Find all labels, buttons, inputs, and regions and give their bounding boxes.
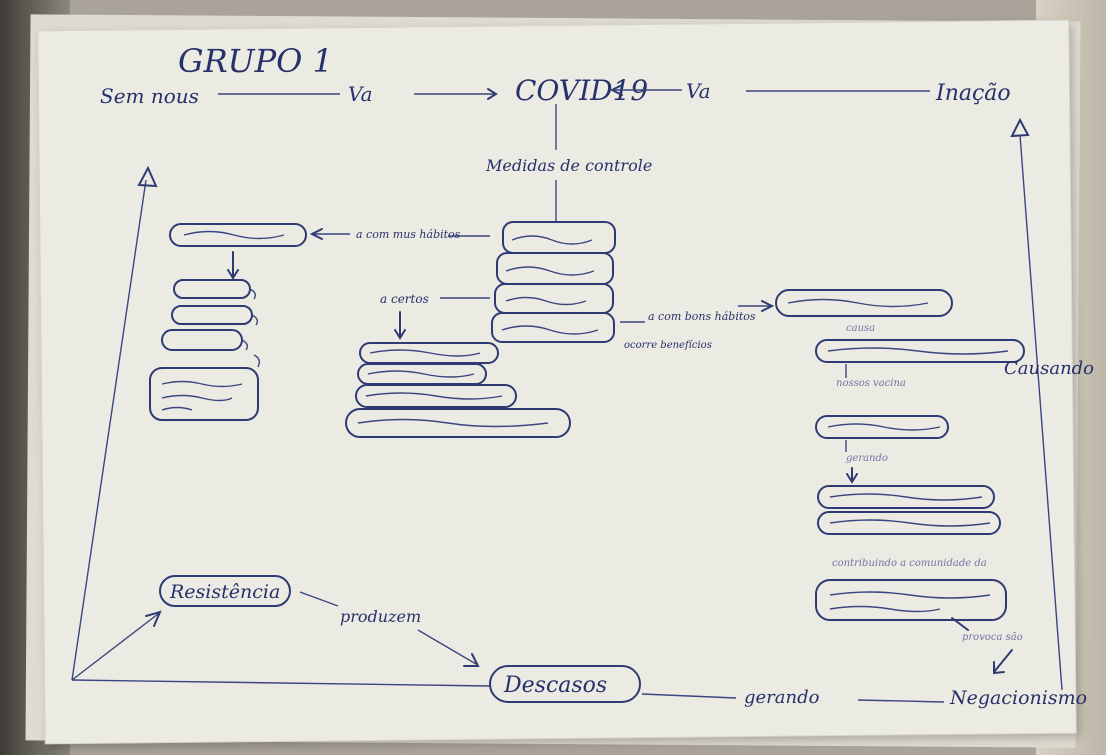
middle-node-4 [345,408,571,438]
right-side-label: Causando [1004,358,1094,379]
right-node-2 [815,339,1025,363]
scribble-12 [829,591,991,613]
scribble-6 [161,380,243,411]
bottom-diag-head [145,610,162,627]
right-link-text: a com bons hábitos [648,310,756,323]
right-frame-line [1019,134,1063,691]
left-down-arrow [227,251,239,280]
top-right-text: Inação [935,81,1011,106]
right-col-link-c: gerando [846,453,888,464]
right-col-link-a: causa [846,323,875,334]
left-node-2 [171,305,253,325]
bottom-base-line [71,679,491,687]
left-node-top [169,223,307,247]
bottom-base-2 [641,693,737,699]
scribble-9 [827,347,1009,355]
bottom-left-node [159,575,291,607]
left-link-text: a com mus hábitos [356,228,461,241]
center-label: Medidas de controle [485,156,652,175]
bottom-link-text: produzem [340,607,421,626]
right-arrowhead [761,300,775,312]
right-col-link-b: nossos vacina [836,378,906,389]
left-frame-line [71,179,147,681]
left-frame-arrowhead [137,165,158,188]
top-left-link: Va [348,82,373,106]
left-arrowhead [309,228,323,240]
scribble-4 [501,325,599,335]
middle-node-3 [355,384,517,408]
scribble-1 [511,235,593,245]
top-arrowhead-1 [487,88,498,100]
right-down-left-arrow [993,649,1013,675]
right-col-link-e: provoca são [962,632,1023,643]
bottom-right-text: Negacionismo [949,687,1087,709]
right-small-arrow [951,617,969,631]
bottom-link-head [463,653,480,667]
right-link-sub: ocorre benefícios [624,340,712,351]
left-node-3 [161,329,243,351]
bottom-link-1 [299,591,339,607]
right-node-4 [817,485,995,509]
right-node-6 [815,579,1007,621]
middle-down-arrow [394,311,406,340]
right-node-1 [775,289,953,317]
right-frame-arrowhead [1010,117,1030,138]
top-right-link: Va [686,79,711,103]
scribble-3 [505,296,587,306]
bottom-right-link-text: gerando [744,687,820,708]
bottom-diag [71,613,159,681]
left-node-1 [173,279,251,299]
left-connectors [241,288,261,368]
bottom-link-2 [417,629,477,665]
left-node-4 [149,367,259,421]
title-text: GRUPO 1 [178,42,333,80]
scribble-5 [183,230,285,240]
scribble-11 [829,493,991,527]
bottom-center-node [489,665,641,703]
bottom-base-3 [857,699,945,703]
right-node-5 [817,511,1001,535]
top-left-text: Sem nous [100,84,199,108]
scribble-2 [505,266,595,276]
scribble-7 [357,349,549,428]
right-col-link-d: contribuindo a comunidade da [832,558,987,569]
middle-link-text: a certos [380,292,429,306]
scribble-8 [787,298,929,308]
measure-4 [491,312,615,343]
scribble-10 [827,423,941,431]
right-node-3 [815,415,949,439]
bottom-left-text: Resistência [169,581,280,603]
bottom-center-text: Descasos [503,673,607,698]
right-down-arrow [846,467,858,484]
